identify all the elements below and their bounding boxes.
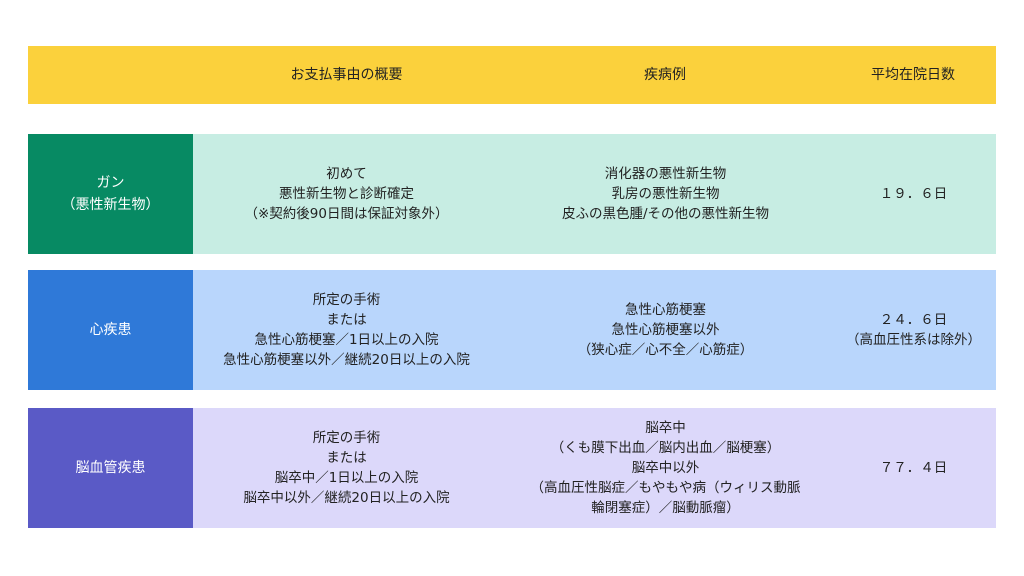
summary-line: 急性心筋梗塞以外／継続20日以上の入院 xyxy=(223,352,470,368)
example-line: （くも膜下出血／脳内出血／脳梗塞） xyxy=(550,440,781,456)
examples-heart: 急性心筋梗塞 急性心筋梗塞以外 （狭心症／心不全／心筋症） xyxy=(500,270,831,390)
example-line: 輪閉塞症）／脳動脈瘤） xyxy=(591,500,740,516)
example-line: 急性心筋梗塞以外 xyxy=(611,322,720,338)
summary-brain: 所定の手術 または 脳卒中／1日以上の入院 脳卒中以外／継続20日以上の入院 xyxy=(193,408,500,528)
category-cancer: ガン （悪性新生物） xyxy=(28,134,193,254)
example-line: 乳房の悪性新生物 xyxy=(611,186,720,202)
avg-stay-cancer: １９．６日 xyxy=(831,134,996,254)
summary-line: 悪性新生物と診断確定 xyxy=(279,186,414,202)
example-line: 消化器の悪性新生物 xyxy=(604,166,727,182)
header-blank-cell xyxy=(28,46,194,104)
header-avg-stay: 平均在院日数 xyxy=(830,46,996,104)
header-examples: 疾病例 xyxy=(499,46,831,104)
examples-brain: 脳卒中 （くも膜下出血／脳内出血／脳梗塞） 脳卒中以外 （高血圧性脳症／もやもや… xyxy=(500,408,831,528)
category-heart: 心疾患 xyxy=(28,270,193,390)
summary-cancer: 初めて 悪性新生物と診断確定 （※契約後90日間は保証対象外） xyxy=(193,134,500,254)
example-line: 皮ふの黒色腫/その他の悪性新生物 xyxy=(561,206,770,222)
summary-line: または xyxy=(326,450,367,466)
example-line: （高血圧性脳症／もやもや病（ウィリス動脈 xyxy=(530,480,801,496)
example-line: 脳卒中以外 xyxy=(631,460,700,476)
avg-stay-value: １９．６日 xyxy=(879,186,948,202)
example-line: 脳卒中 xyxy=(645,420,686,436)
category-line: ガン xyxy=(96,175,125,191)
summary-heart: 所定の手術 または 急性心筋梗塞／1日以上の入院 急性心筋梗塞以外／継続20日以… xyxy=(193,270,500,390)
example-line: 急性心筋梗塞 xyxy=(625,302,706,318)
avg-stay-value: ７７．４日 xyxy=(879,460,948,476)
category-line: 心疾患 xyxy=(89,322,132,338)
avg-stay-note: （高血圧性系は除外） xyxy=(846,332,981,348)
summary-line: 初めて xyxy=(326,166,367,182)
summary-line: または xyxy=(326,312,367,328)
summary-line: （※契約後90日間は保証対象外） xyxy=(244,206,449,222)
avg-stay-value: ２４．６日 xyxy=(879,312,948,328)
avg-stay-brain: ７７．４日 xyxy=(831,408,996,528)
summary-line: 所定の手術 xyxy=(312,292,381,308)
category-brain: 脳血管疾患 xyxy=(28,408,193,528)
summary-line: 脳卒中／1日以上の入院 xyxy=(274,470,419,486)
category-line: 脳血管疾患 xyxy=(75,460,146,476)
category-line: （悪性新生物） xyxy=(61,197,160,213)
summary-line: 脳卒中以外／継続20日以上の入院 xyxy=(243,490,450,506)
summary-line: 急性心筋梗塞／1日以上の入院 xyxy=(254,332,439,348)
summary-line: 所定の手術 xyxy=(312,430,381,446)
avg-stay-heart: ２４．６日 （高血圧性系は除外） xyxy=(831,270,996,390)
examples-cancer: 消化器の悪性新生物 乳房の悪性新生物 皮ふの黒色腫/その他の悪性新生物 xyxy=(500,134,831,254)
example-line: （狭心症／心不全／心筋症） xyxy=(577,342,754,358)
header-summary: お支払事由の概要 xyxy=(193,46,500,104)
